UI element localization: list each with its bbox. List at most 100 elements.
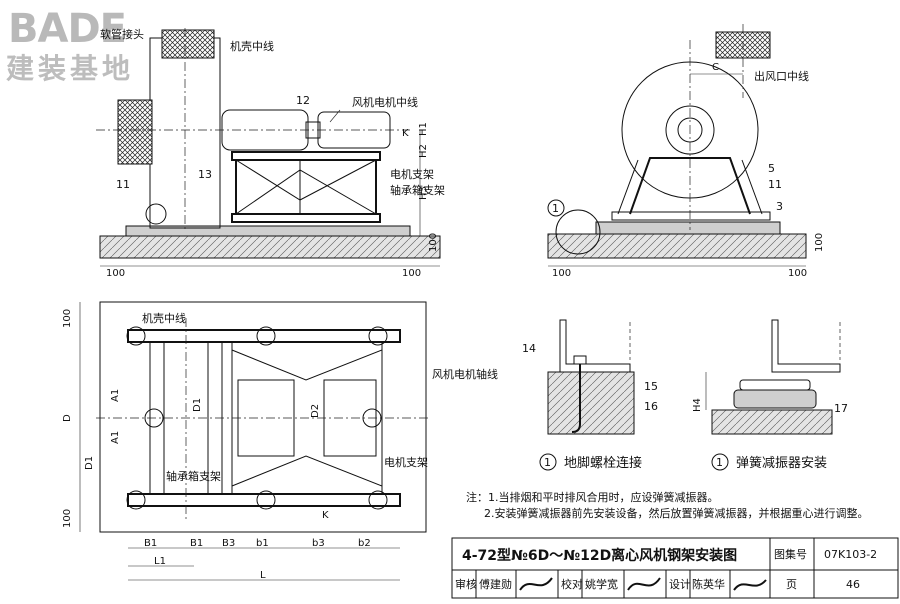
detail1-marker-label: 1 bbox=[544, 456, 551, 469]
frame-top-beam bbox=[231, 151, 381, 161]
reviewer-signature bbox=[519, 577, 553, 591]
detail-anchor-bolt: 14 15 16 1 地脚螺栓连接 bbox=[522, 319, 658, 471]
plan-top-rail bbox=[127, 329, 401, 343]
dim-plan-a1-lower: A1 bbox=[110, 431, 121, 444]
designer-signature bbox=[733, 579, 767, 591]
side-detail-circle bbox=[555, 209, 601, 255]
callout-5: 5 bbox=[768, 162, 775, 175]
dim-plan-d1-inner: D1 bbox=[192, 398, 203, 412]
note-1: 注：1.当排烟和平时排风合用时，应设弹簧减振器。 bbox=[466, 490, 719, 504]
dim-100-right: 100 bbox=[402, 268, 421, 279]
callout-17: 17 bbox=[834, 402, 848, 415]
callout-11-front: 11 bbox=[116, 178, 130, 191]
plan-base-outline bbox=[99, 301, 427, 533]
frame-bottom-beam bbox=[231, 213, 381, 223]
dim-l: L bbox=[260, 570, 266, 581]
detail1-angle-steel bbox=[559, 319, 631, 373]
callout-15: 15 bbox=[644, 380, 658, 393]
watermark-brand: BADE bbox=[8, 6, 126, 52]
design-label: 设计 bbox=[669, 578, 691, 591]
dim-b3-lower: b3 bbox=[312, 538, 325, 549]
dim-plan-d1: D1 bbox=[84, 456, 95, 470]
ground-slab bbox=[99, 235, 441, 259]
detail1-marker bbox=[539, 453, 557, 471]
flexible-connector-side bbox=[117, 99, 153, 165]
callout-11-side: 11 bbox=[768, 178, 782, 191]
drawing-title: 4-72型№6D～№12D离心风机钢架安装图 bbox=[462, 547, 737, 564]
detail-spring-isolator: H4 17 1 弹簧减振器安装 bbox=[692, 319, 848, 471]
dim-b1-lower: b1 bbox=[256, 538, 269, 549]
detail-marker-circle bbox=[547, 199, 565, 217]
review-label: 审核 bbox=[455, 577, 477, 591]
concrete-base-side bbox=[595, 221, 781, 235]
detail1-concrete bbox=[547, 371, 635, 435]
plan-bottom-rail bbox=[127, 493, 401, 507]
dim-h2: H2 bbox=[418, 144, 429, 158]
dim-100-left: 100 bbox=[106, 268, 125, 279]
detail2-isolator-top bbox=[739, 379, 811, 391]
dim-h3: H3 bbox=[418, 186, 429, 200]
checker-name: 姚学宽 bbox=[585, 577, 618, 591]
concrete-base bbox=[125, 225, 411, 237]
dim-100-height: 100 bbox=[428, 233, 439, 252]
label-plan-motor-axis: 风机电机轴线 bbox=[432, 367, 498, 381]
reviewer-name: 傅建勋 bbox=[479, 577, 512, 591]
detail2-isolator-body bbox=[733, 389, 817, 409]
dim-b3: B3 bbox=[222, 538, 235, 549]
watermark-subtitle: 建装基地 bbox=[6, 52, 134, 85]
dim-l1: L1 bbox=[154, 556, 166, 567]
frame-bracing bbox=[235, 159, 377, 215]
watermark-logo: BADE 建装基地 bbox=[6, 6, 134, 85]
callout-12: 12 bbox=[296, 94, 310, 107]
callout-14: 14 bbox=[522, 342, 536, 355]
label-plan-casing-centerline: 机壳中线 bbox=[142, 311, 186, 325]
anchor-detail-circle bbox=[145, 203, 167, 225]
callout-3: 3 bbox=[776, 200, 783, 213]
flexible-connector-top bbox=[161, 29, 215, 59]
dim-100-side-left: 100 bbox=[552, 268, 571, 279]
dim-plan-a1-upper: A1 bbox=[110, 389, 121, 402]
dim-c: C bbox=[712, 62, 719, 73]
plan-vibration-isolators bbox=[126, 326, 388, 510]
designer-name: 陈英华 bbox=[692, 577, 725, 591]
detail2-title: 弹簧减振器安装 bbox=[736, 455, 827, 471]
callout-16: 16 bbox=[644, 400, 658, 413]
plan-view: 100 D 100 D1 A1 A1 D1 D2 B1 B1 B3 b1 b3 … bbox=[62, 301, 498, 581]
label-soft-joint: 软管接头 bbox=[100, 27, 144, 41]
dim-h4: H4 bbox=[692, 398, 703, 412]
detail2-angle-steel bbox=[771, 319, 841, 373]
label-plan-bearing-bracket: 轴承箱支架 bbox=[166, 469, 221, 483]
plan-bracing bbox=[231, 349, 383, 487]
detail1-bolt bbox=[571, 364, 581, 433]
detail1-nut bbox=[573, 355, 587, 365]
dim-h1: H1 bbox=[418, 122, 429, 136]
detail2-concrete bbox=[711, 409, 833, 435]
checker-signature bbox=[627, 577, 661, 591]
label-casing-centerline: 机壳中线 bbox=[230, 39, 274, 53]
detail2-marker-label: 1 bbox=[716, 456, 723, 469]
front-elevation-view: H2 H1 H3 100 100 100 K 软管接头 机壳中线 风机电机中线 … bbox=[96, 27, 445, 279]
notes: 注：1.当排烟和平时排风合用时，应设弹簧减振器。 2.安装弹簧减振器前先安装设备… bbox=[466, 490, 869, 520]
atlas-number: 07K103-2 bbox=[824, 548, 877, 561]
label-motor-bracket-front: 电机支架 bbox=[390, 167, 434, 181]
side-frame-legs bbox=[629, 157, 751, 215]
side-frame-base bbox=[611, 211, 771, 221]
dim-k-plan: K bbox=[322, 510, 329, 521]
detail-marker-label: 1 bbox=[552, 202, 559, 215]
dim-b2: b2 bbox=[358, 538, 371, 549]
dim-plan-100-top: 100 bbox=[62, 309, 73, 328]
page-number: 46 bbox=[846, 578, 860, 591]
dim-b1-b: B1 bbox=[190, 538, 203, 549]
dim-100-side-height: 100 bbox=[814, 233, 825, 252]
side-elevation-view: 1 C 出风口中线 5 11 3 100 100 100 bbox=[547, 24, 825, 279]
dim-100-side-right: 100 bbox=[788, 268, 807, 279]
ground-slab-side bbox=[547, 233, 807, 259]
label-plan-motor-bracket: 电机支架 bbox=[384, 455, 428, 469]
label-motor-axis: 风机电机中线 bbox=[352, 95, 418, 109]
dim-plan-d: D bbox=[62, 414, 73, 422]
callout-13: 13 bbox=[198, 168, 212, 181]
dim-b1-a: B1 bbox=[144, 538, 157, 549]
atlas-label: 图集号 bbox=[774, 547, 807, 561]
